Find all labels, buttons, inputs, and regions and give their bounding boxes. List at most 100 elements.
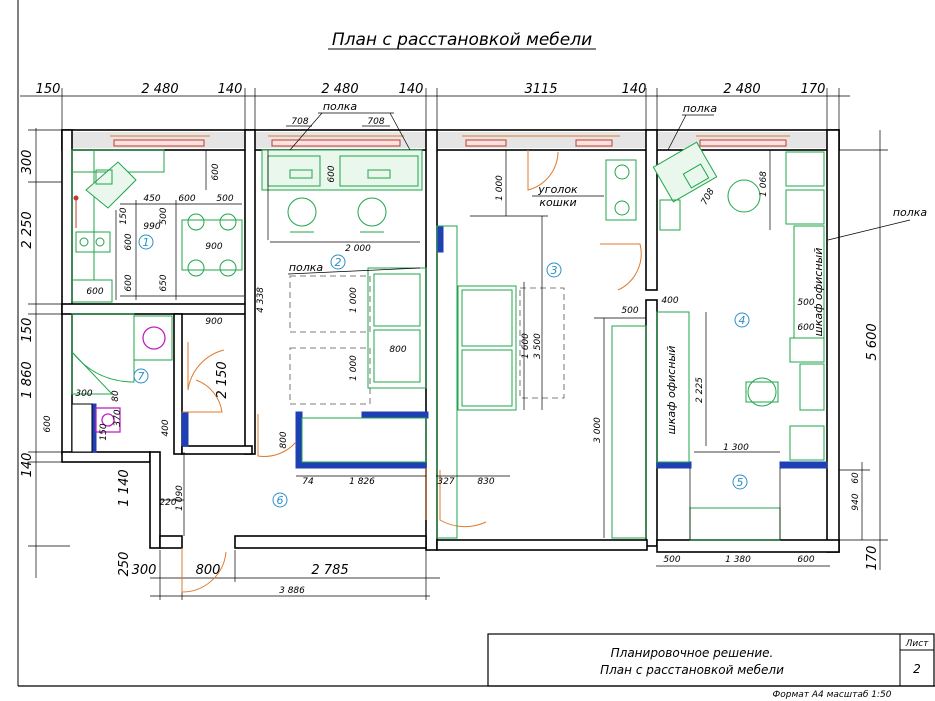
b-dim-2150: 2 150 (215, 361, 230, 398)
top-dim-5: 3115 (524, 82, 557, 97)
room4-furniture: 708 1 068 400 500 600 2 225 1 300 (652, 141, 825, 463)
r4-dim-600: 600 (797, 323, 814, 333)
k-dim-600d: 600 (124, 274, 134, 291)
room-numbers: 1 2 3 4 5 6 7 (133, 234, 750, 508)
label-cat-corner-1: уголок (537, 183, 578, 196)
top-dim-4: 140 (399, 82, 424, 97)
label-wardrobe-right: шкаф офисный (812, 248, 825, 337)
label-wardrobe-vertical: шкаф офисный (665, 346, 678, 435)
b-dim-400: 400 (161, 419, 171, 436)
bathroom-furniture: 300 600 80 150 370 400 2 150 (43, 313, 230, 453)
bottom-dimension-chain: 300 800 2 785 3 886 (132, 550, 440, 600)
r2-dim-74: 74 (302, 477, 314, 487)
right-dim-1: 940 (851, 493, 861, 510)
hallway-details: 220 1 090 (159, 452, 185, 536)
bottom-dim-0: 300 (132, 563, 157, 578)
r2-dim-1000b: 1 000 (349, 355, 359, 381)
r5-dim-1380: 1 380 (725, 555, 751, 565)
r2-dim-4338: 4 338 (256, 287, 266, 313)
left-dim-6: 250 (117, 552, 132, 577)
top-dim-2: 140 (218, 82, 243, 97)
r2-dim-708a: 708 (291, 117, 308, 127)
stamp-sheet-label: Лист (905, 639, 930, 649)
left-dim-4: 140 (20, 453, 35, 478)
top-dimension-chain: 150 2 480 140 2 480 140 3115 140 2 480 1… (20, 82, 850, 130)
bottom-dim-2: 2 785 (311, 563, 348, 578)
b-dim-370: 370 (113, 409, 123, 426)
top-dim-6: 140 (622, 82, 647, 97)
kitchen-furniture (71, 149, 244, 303)
r2-dim-600: 600 (327, 165, 337, 182)
r2-dim-800: 800 (389, 345, 406, 355)
room-6: 6 (277, 494, 284, 507)
room-2: 2 (335, 256, 342, 269)
stamp-format: Формат А4 масштаб 1:50 (773, 690, 892, 700)
title-block: Планировочное решение. План с расстановк… (17, 0, 935, 700)
bottom-dim-1: 800 (196, 563, 221, 578)
k-dim-600a: 600 (211, 163, 221, 180)
label-cat-corner-2: кошки (539, 196, 576, 209)
stamp-line2: План с расстановкой мебели (600, 663, 784, 677)
r4-dim-1300: 1 300 (723, 443, 749, 453)
right-dim-0: 5 600 (865, 323, 880, 360)
r4-dim-2225: 2 225 (695, 377, 705, 403)
r3-dim-500: 500 (621, 306, 638, 316)
left-dim-3: 1 860 (20, 361, 35, 398)
left-dim-5: 1 140 (117, 469, 132, 506)
left-dim-0: 300 (20, 150, 35, 175)
h-dim-220: 220 (159, 498, 176, 508)
r2-dim-2000: 2 000 (345, 244, 371, 254)
h-dim-1090: 1 090 (175, 485, 185, 511)
label-shelf-right: полка (893, 206, 928, 219)
r3-dim-327: 327 (437, 477, 454, 487)
k-dim-650: 650 (159, 274, 169, 291)
room-5: 5 (737, 476, 744, 489)
k-dim-600e: 600 (86, 287, 103, 297)
r4-dim-500: 500 (797, 298, 814, 308)
top-dim-8: 170 (801, 82, 826, 97)
r3-dim-830: 830 (477, 477, 494, 487)
r3-dim-3500: 3 500 (533, 333, 543, 359)
top-dim-7: 2 480 (723, 82, 760, 97)
b-dim-600: 600 (43, 415, 53, 432)
labels: полка полка полка полка уголок кошки шка… (287, 100, 928, 435)
top-dim-3: 2 480 (321, 82, 358, 97)
room2-furniture: 708 708 600 2 000 4 338 1 000 1 000 800 … (256, 117, 427, 487)
b-dim-300: 300 (75, 389, 92, 399)
k-dim-500b: 500 (159, 207, 169, 224)
left-dim-1: 2 250 (20, 211, 35, 248)
room-1: 1 (143, 236, 150, 249)
r4-dim-708: 708 (700, 187, 717, 207)
room5-furniture: 500 1 380 600 (656, 468, 830, 567)
windows (110, 135, 790, 147)
k-dim-450: 450 (143, 194, 160, 204)
right-dimension-chain: 5 600 940 60 170 (830, 130, 888, 570)
r3-dim-3000: 3 000 (593, 417, 603, 443)
k-dim-900: 900 (205, 242, 222, 252)
room-3: 3 (551, 264, 558, 277)
stamp-line1: Планировочное решение. (611, 646, 774, 660)
k-dim-600b: 600 (178, 194, 195, 204)
left-dim-2: 150 (20, 318, 35, 343)
r2-dim-708b: 708 (367, 117, 384, 127)
r5-dim-600: 600 (797, 555, 814, 565)
room-4: 4 (739, 314, 746, 327)
label-shelf-top: полка (323, 100, 358, 113)
r4-dim-1068: 1 068 (759, 171, 769, 197)
kitchen-dimensions: 600 450 600 500 150 500 990 600 900 650 … (86, 163, 233, 327)
top-dim-1: 2 480 (141, 82, 178, 97)
top-dim-0: 150 (36, 82, 61, 97)
r2-dim-1826: 1 826 (349, 477, 375, 487)
room-7: 7 (138, 370, 145, 383)
k-dim-500a: 500 (216, 194, 233, 204)
stamp-sheet-number: 2 (913, 662, 921, 676)
left-dimension-chain: 300 2 250 150 1 860 140 1 140 250 (20, 128, 132, 578)
right-dim-3: 170 (865, 546, 880, 571)
doors (181, 150, 642, 593)
bottom-dim-3: 3 886 (279, 586, 305, 596)
right-dim-2: 60 (851, 472, 861, 484)
r3-dim-1600: 1 600 (521, 333, 531, 359)
k-dim-900b: 900 (205, 317, 222, 327)
b-dim-150: 150 (99, 423, 109, 440)
k-dim-600c: 600 (124, 233, 134, 250)
